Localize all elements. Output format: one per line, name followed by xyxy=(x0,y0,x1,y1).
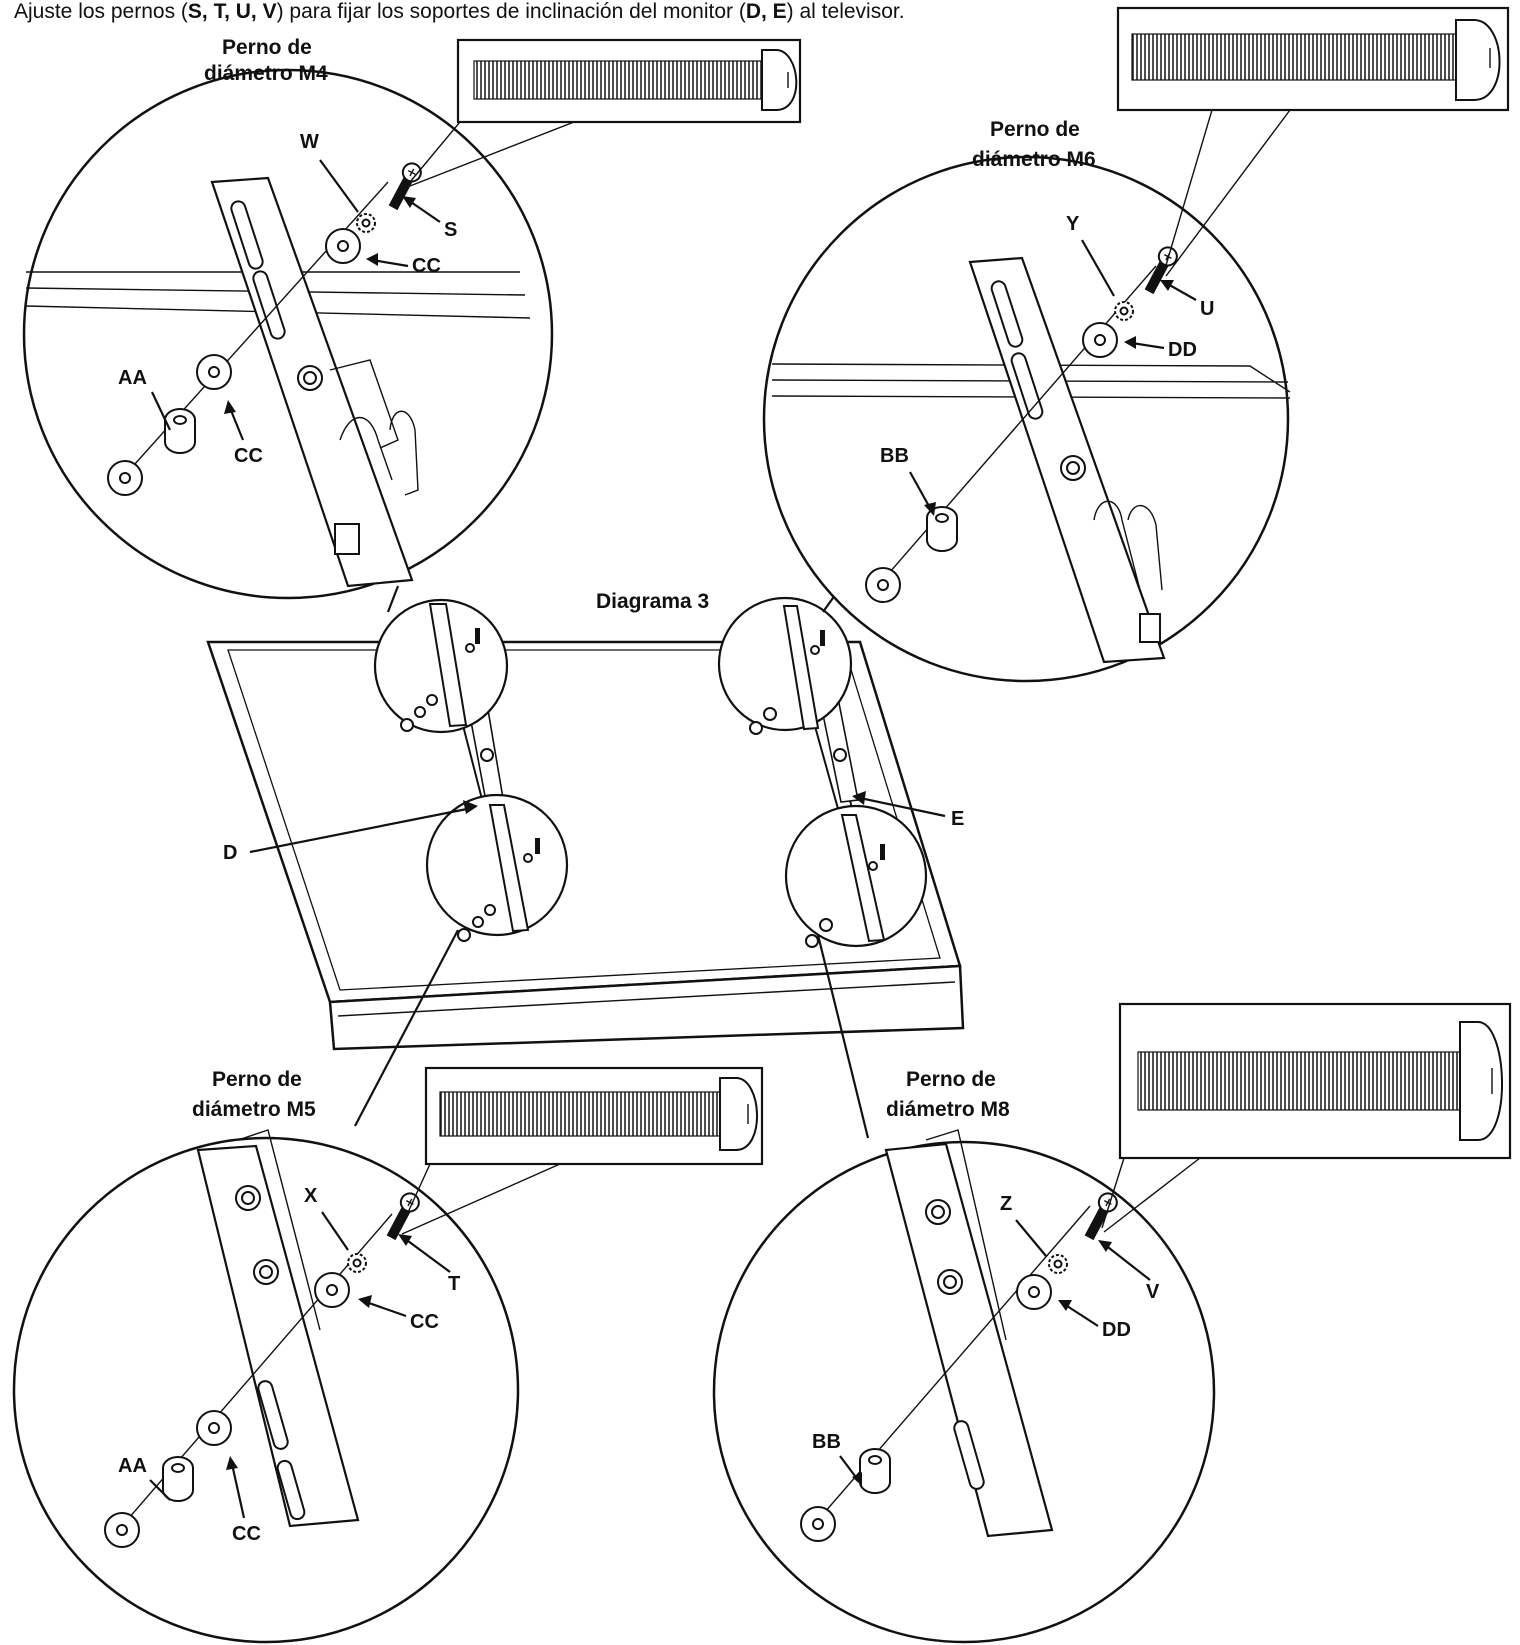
callout-m5: Perno de diámetro M5 X T CC AA CC xyxy=(12,1068,520,1644)
arrowhead-e xyxy=(852,791,866,805)
label-e: E xyxy=(951,808,964,830)
leader-e xyxy=(859,796,946,818)
bolt-size-label: Perno de xyxy=(990,118,1080,141)
bolt-size-label: diámetro M8 xyxy=(886,1098,1010,1121)
label-w: W xyxy=(300,131,319,153)
label-aa: AA xyxy=(118,1455,147,1477)
washer-icon xyxy=(1016,1274,1052,1310)
spacer-icon xyxy=(162,1456,194,1502)
bolt-size-label: Perno de xyxy=(212,1068,302,1091)
label-dd: DD xyxy=(1168,339,1197,361)
washer-icon xyxy=(865,567,901,603)
washer-icon xyxy=(104,1512,140,1548)
bracket-icon xyxy=(196,1144,360,1528)
bolt-size-label: Perno de xyxy=(906,1068,996,1091)
lock-washer-icon xyxy=(1114,301,1134,321)
label-dd: DD xyxy=(1102,1319,1131,1341)
label-bb: BB xyxy=(812,1431,841,1453)
label-t: T xyxy=(448,1273,460,1295)
callout-m4: Perno de diámetro M4 W S CC AA CC xyxy=(22,36,554,600)
label-u: U xyxy=(1200,298,1214,320)
callout-m8: Perno de diámetro M8 Z V DD BB xyxy=(712,1068,1216,1644)
label-cc: CC xyxy=(410,1311,439,1333)
washer-icon xyxy=(800,1506,836,1542)
leader-d xyxy=(249,806,473,854)
label-v: V xyxy=(1146,1281,1160,1303)
washer-icon xyxy=(1082,322,1118,358)
callout-m6: Perno de diámetro M6 Y U DD BB xyxy=(762,118,1291,683)
spacer-icon xyxy=(164,408,196,454)
label-bb: BB xyxy=(880,445,909,467)
label-z: Z xyxy=(1000,1193,1012,1215)
washer-icon xyxy=(107,460,143,496)
washer-icon xyxy=(325,228,361,264)
bolt-inset-m5 xyxy=(399,1066,764,1235)
bolt-inset-m6 xyxy=(1116,6,1510,277)
instruction-text: Ajuste los pernos (S, T, U, V) para fija… xyxy=(14,0,905,23)
label-y: Y xyxy=(1066,213,1080,235)
bolt-inset-m8 xyxy=(1101,1002,1512,1233)
diagram-title: Diagrama 3 xyxy=(596,590,709,613)
label-cc: CC xyxy=(232,1523,261,1545)
washer-icon xyxy=(314,1272,350,1308)
lock-washer-icon xyxy=(356,213,376,233)
arrowhead-d xyxy=(463,800,478,814)
bracket-icon xyxy=(884,1142,1054,1538)
bolt-inset-m4 xyxy=(409,38,802,187)
label-d: D xyxy=(223,842,237,864)
small-detail-circles xyxy=(373,596,928,948)
washer-icon xyxy=(196,1410,232,1446)
tv-panel-icon xyxy=(206,640,965,1051)
label-cc: CC xyxy=(234,445,263,467)
bolt-size-label: diámetro M4 xyxy=(204,62,328,85)
bolt-size-label: diámetro M6 xyxy=(972,148,1096,171)
washer-icon xyxy=(196,354,232,390)
bolt-size-label: diámetro M5 xyxy=(192,1098,316,1121)
lock-washer-icon xyxy=(347,1253,367,1273)
label-x: X xyxy=(304,1185,318,1207)
spacer-icon xyxy=(926,506,958,552)
lock-washer-icon xyxy=(1048,1254,1068,1274)
label-aa: AA xyxy=(118,367,147,389)
label-cc: CC xyxy=(412,255,441,277)
label-s: S xyxy=(444,219,457,241)
bolt-size-label: Perno de xyxy=(222,36,312,59)
spacer-icon xyxy=(859,1448,891,1494)
